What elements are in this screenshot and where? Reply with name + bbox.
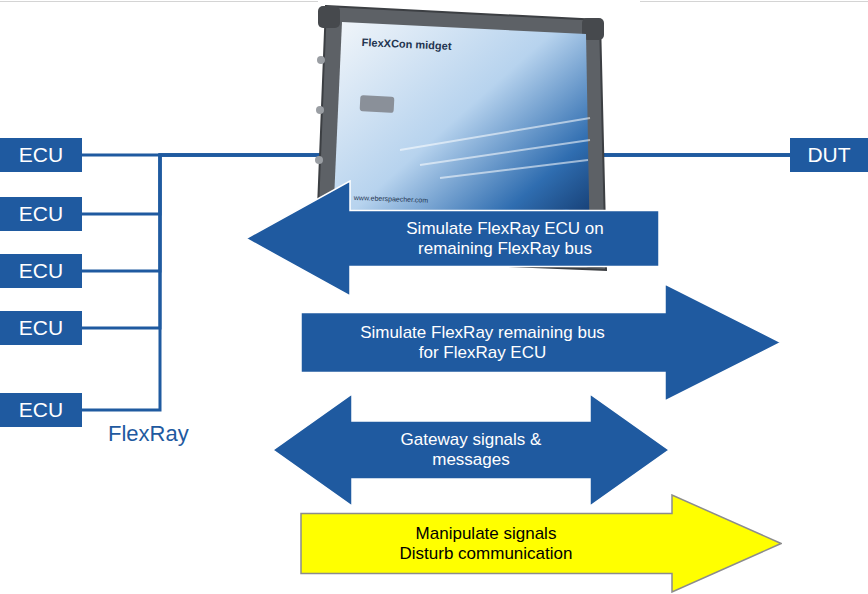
arrow-text-area: Gateway signals & messages xyxy=(352,421,590,479)
arrow-text-area: Manipulate signals Disturb communication xyxy=(300,514,672,574)
arrow-outline xyxy=(301,495,781,592)
arrow-label: Gateway signals & messages xyxy=(396,430,546,469)
box-label: ECU xyxy=(19,202,63,226)
connector-port xyxy=(316,106,324,114)
arrow-outline xyxy=(246,181,659,296)
ecu-box: ECU xyxy=(0,311,82,345)
bus-name: FlexRay xyxy=(108,422,189,446)
top-rule xyxy=(0,1,318,2)
block-arrow: Simulate FlexRay remaining bus for FlexR… xyxy=(300,283,782,402)
box-label: ECU xyxy=(19,316,63,340)
arrow-text-area: Simulate FlexRay ECU on remaining FlexRa… xyxy=(350,211,660,267)
dut-box: DUT xyxy=(790,138,868,172)
arrow-outline xyxy=(301,284,781,401)
ecu-box: ECU xyxy=(0,393,82,427)
flexray-logo xyxy=(360,95,395,113)
block-arrow: Simulate FlexRay ECU on remaining FlexRa… xyxy=(245,180,660,297)
top-rule xyxy=(640,1,868,2)
connector-port xyxy=(317,56,325,64)
ecu-box: ECU xyxy=(0,197,82,231)
box-label: ECU xyxy=(19,259,63,283)
block-arrow: Manipulate signals Disturb communication xyxy=(300,494,782,593)
arrow-label: Manipulate signals Disturb communication xyxy=(391,524,581,563)
connector-port xyxy=(315,156,323,164)
box-label: ECU xyxy=(19,398,63,422)
ecu-box: ECU xyxy=(0,254,82,288)
housing-bumper xyxy=(318,6,340,28)
arrow-label: Simulate FlexRay ECU on remaining FlexRa… xyxy=(403,219,608,258)
arrow-outline xyxy=(273,394,669,506)
block-arrow: Gateway signals & messages xyxy=(272,393,670,507)
light-streak xyxy=(400,118,590,178)
arrow-text-area: Simulate FlexRay remaining bus for FlexR… xyxy=(300,313,665,373)
arrow-label: Simulate FlexRay remaining bus for FlexR… xyxy=(350,323,615,362)
box-label: ECU xyxy=(19,143,63,167)
ecu-box: ECU xyxy=(0,138,82,172)
box-label: DUT xyxy=(807,143,850,167)
